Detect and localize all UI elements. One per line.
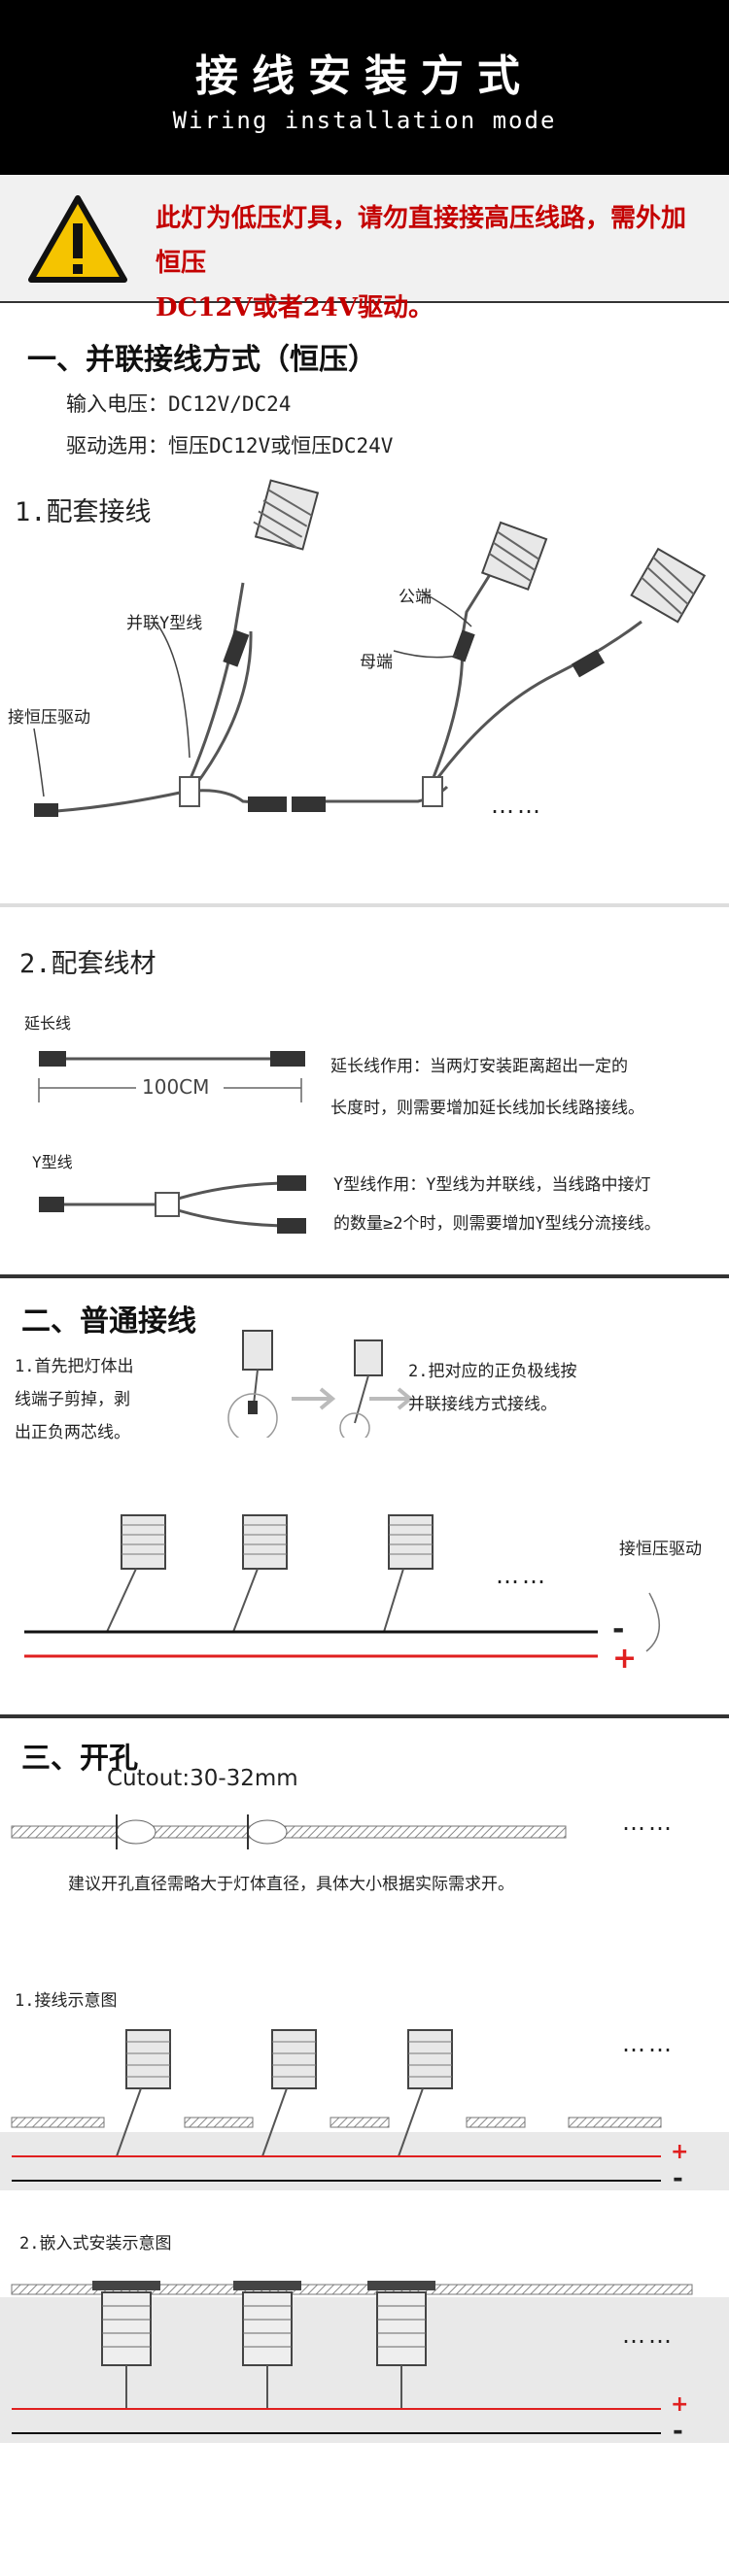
arrow-right-icon <box>369 1387 414 1410</box>
page-subtitle: Wiring installation mode <box>172 107 557 134</box>
cutout-diagram <box>11 1814 567 1849</box>
minus-sign-3: - <box>673 2417 683 2446</box>
section1-title: 一、并联接线方式（恒压） <box>27 343 377 377</box>
connector-icon <box>572 649 605 678</box>
label-male-end: 公端 <box>399 588 432 607</box>
section2-title: 二、普通接线 <box>21 1305 196 1339</box>
step1-text: 1.首先把灯体出 线端子剪掉，剥 出正负两芯线。 <box>15 1350 133 1449</box>
y-splitter-icon <box>422 776 443 807</box>
sub1-title: 1.配套接线 <box>15 497 152 527</box>
driver-text: 驱动选用：恒压DC12V或恒压DC24V <box>66 434 394 458</box>
connector-icon <box>292 797 326 812</box>
y-desc-2: 的数量≥2个时，则需要增加Y型线分流接线。 <box>333 1214 661 1234</box>
step2-line-1: 2.把对应的正负极线按 <box>408 1362 577 1381</box>
plus-sign-2: + <box>671 2140 689 2164</box>
lamp-icon <box>106 1514 166 1633</box>
extension-cable-diagram <box>38 1051 305 1102</box>
recessed-schematic <box>11 2281 693 2434</box>
lamp-icon <box>92 2281 160 2409</box>
label-female-end: 母端 <box>360 653 393 672</box>
connector-icon <box>34 803 58 817</box>
arrow-right-icon <box>292 1387 336 1410</box>
connector-icon <box>223 629 250 667</box>
lamp-icon <box>233 2281 301 2409</box>
sub2-title: 2.配套线材 <box>19 949 156 979</box>
lamp-icon <box>261 2029 317 2157</box>
ext-label: 延长线 <box>24 1014 72 1033</box>
ellipsis-2: …… <box>496 1562 548 1589</box>
y-splitter-icon <box>179 776 200 807</box>
minus-sign: - <box>612 1612 625 1646</box>
divider <box>0 903 729 907</box>
sub3-1-title: 1.接线示意图 <box>15 1991 118 2011</box>
input-voltage-text: 输入电压：DC12V/DC24 <box>66 392 292 416</box>
wiring-diagram <box>33 479 707 817</box>
plus-sign: + <box>612 1642 638 1676</box>
ext-length: 100CM <box>142 1075 210 1099</box>
lamp-icon <box>480 521 548 592</box>
section3-title: 三、开孔 <box>21 1742 138 1776</box>
warning-line-1: 此灯为低压灯具，请勿直接接高压线路，需外加恒压 <box>156 204 687 278</box>
lamp-icon <box>630 547 707 624</box>
lamp-icon <box>367 2281 435 2409</box>
lamp-icon <box>253 479 320 551</box>
y-desc-1: Y型线作用：Y型线为并联线，当线路中接灯 <box>333 1175 651 1195</box>
cutout-text: Cutout:30-32mm <box>107 1766 298 1791</box>
section-divider <box>0 1274 729 1278</box>
lamp-icon <box>383 1514 434 1633</box>
step1-line-1: 1.首先把灯体出 <box>15 1357 134 1376</box>
lamp-icon <box>116 2029 171 2157</box>
label-y-wire: 并联Y型线 <box>126 614 203 633</box>
page-title: 接线安装方式 <box>195 51 534 101</box>
step1-line-2: 线端子剪掉，剥 <box>15 1390 130 1409</box>
connector-icon <box>452 629 475 662</box>
step1-line-3: 出正负两芯线。 <box>15 1423 130 1442</box>
plus-sign-3: + <box>671 2392 689 2417</box>
stripping-diagram <box>227 1330 414 1438</box>
common-wiring-diagram <box>24 1514 661 1658</box>
warning-line-2: DC12V或者24V驱动。 <box>156 293 434 322</box>
ext-desc-1: 延长线作用：当两灯安装距离超出一定的 <box>330 1057 628 1076</box>
label-driver: 接恒压驱动 <box>8 708 90 728</box>
ellipsis-5: …… <box>622 2322 675 2349</box>
minus-sign-2: - <box>673 2164 683 2193</box>
driver-label-2: 接恒压驱动 <box>619 1540 702 1559</box>
step2-line-2: 并联接线方式接线。 <box>408 1395 557 1414</box>
warning-icon <box>28 195 127 283</box>
header-banner: 接线安装方式 Wiring installation mode <box>0 0 729 175</box>
ellipsis-4: …… <box>622 2030 675 2057</box>
advice-text: 建议开孔直径需略大于灯体直径，具体大小根据实际需求开。 <box>68 1875 514 1894</box>
step2-text: 2.把对应的正负极线按 并联接线方式接线。 <box>408 1355 576 1421</box>
y-label: Y型线 <box>32 1153 73 1171</box>
lamp-icon <box>232 1514 288 1633</box>
wiring-schematic <box>11 2029 662 2182</box>
warning-banner: 此灯为低压灯具，请勿直接接高压线路，需外加恒压 DC12V或者24V驱动。 <box>0 175 729 322</box>
sub3-2-title: 2.嵌入式安装示意图 <box>19 2234 172 2254</box>
ellipsis-3: …… <box>622 1809 675 1836</box>
ellipsis-1: …… <box>491 792 543 819</box>
lamp-icon <box>398 2029 453 2157</box>
section-divider <box>0 1714 729 1718</box>
ext-desc-2: 长度时，则需要增加延长线加长线路接线。 <box>330 1099 644 1118</box>
connector-icon <box>248 797 287 812</box>
y-cable-diagram <box>39 1175 306 1234</box>
